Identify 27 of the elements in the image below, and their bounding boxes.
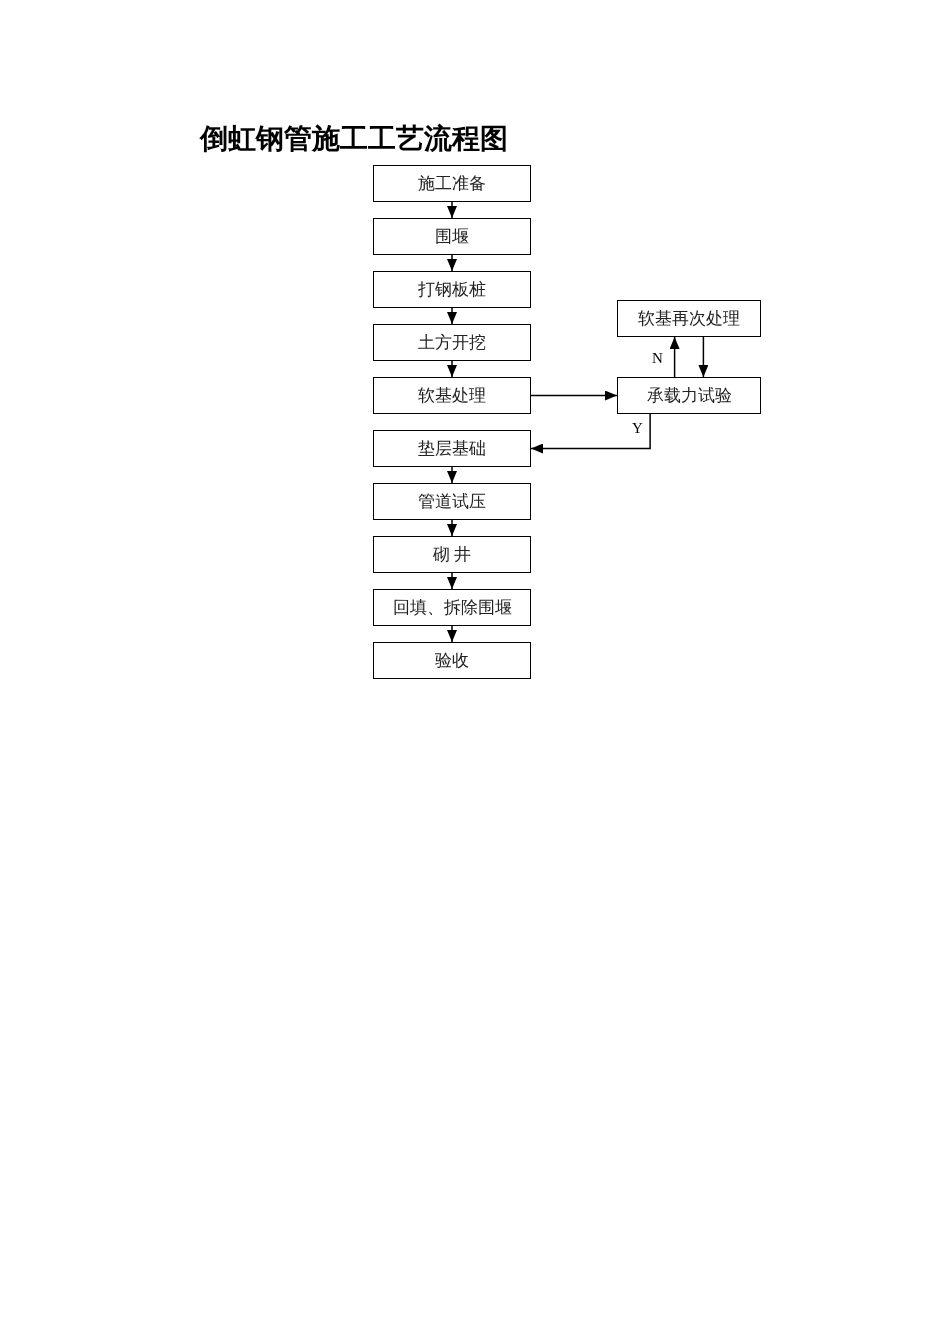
process-box: 垫层基础 [373,430,531,467]
arrow [447,625,457,643]
process-box: 验收 [373,642,531,679]
arrow [530,390,618,401]
edge-label: N [651,350,664,366]
process-box: 承载力试验 [617,377,761,414]
arrow [530,413,651,454]
process-box: 围堰 [373,218,531,255]
process-box: 打钢板桩 [373,271,531,308]
process-box: 砌 井 [373,536,531,573]
arrow [447,254,457,272]
arrow [447,201,457,219]
process-box: 管道试压 [373,483,531,520]
process-box: 土方开挖 [373,324,531,361]
edge-label: Y [631,420,644,436]
process-box: 施工准备 [373,165,531,202]
arrow [447,466,457,484]
arrow [447,360,457,378]
process-box: 软基处理 [373,377,531,414]
arrow [698,336,709,378]
process-box: 软基再次处理 [617,300,761,337]
arrow [447,519,457,537]
process-box: 回填、拆除围堰 [373,589,531,626]
title: 倒虹钢管施工工艺流程图 [200,121,508,157]
arrow [447,307,457,325]
arrow [669,336,680,378]
arrow [447,572,457,590]
